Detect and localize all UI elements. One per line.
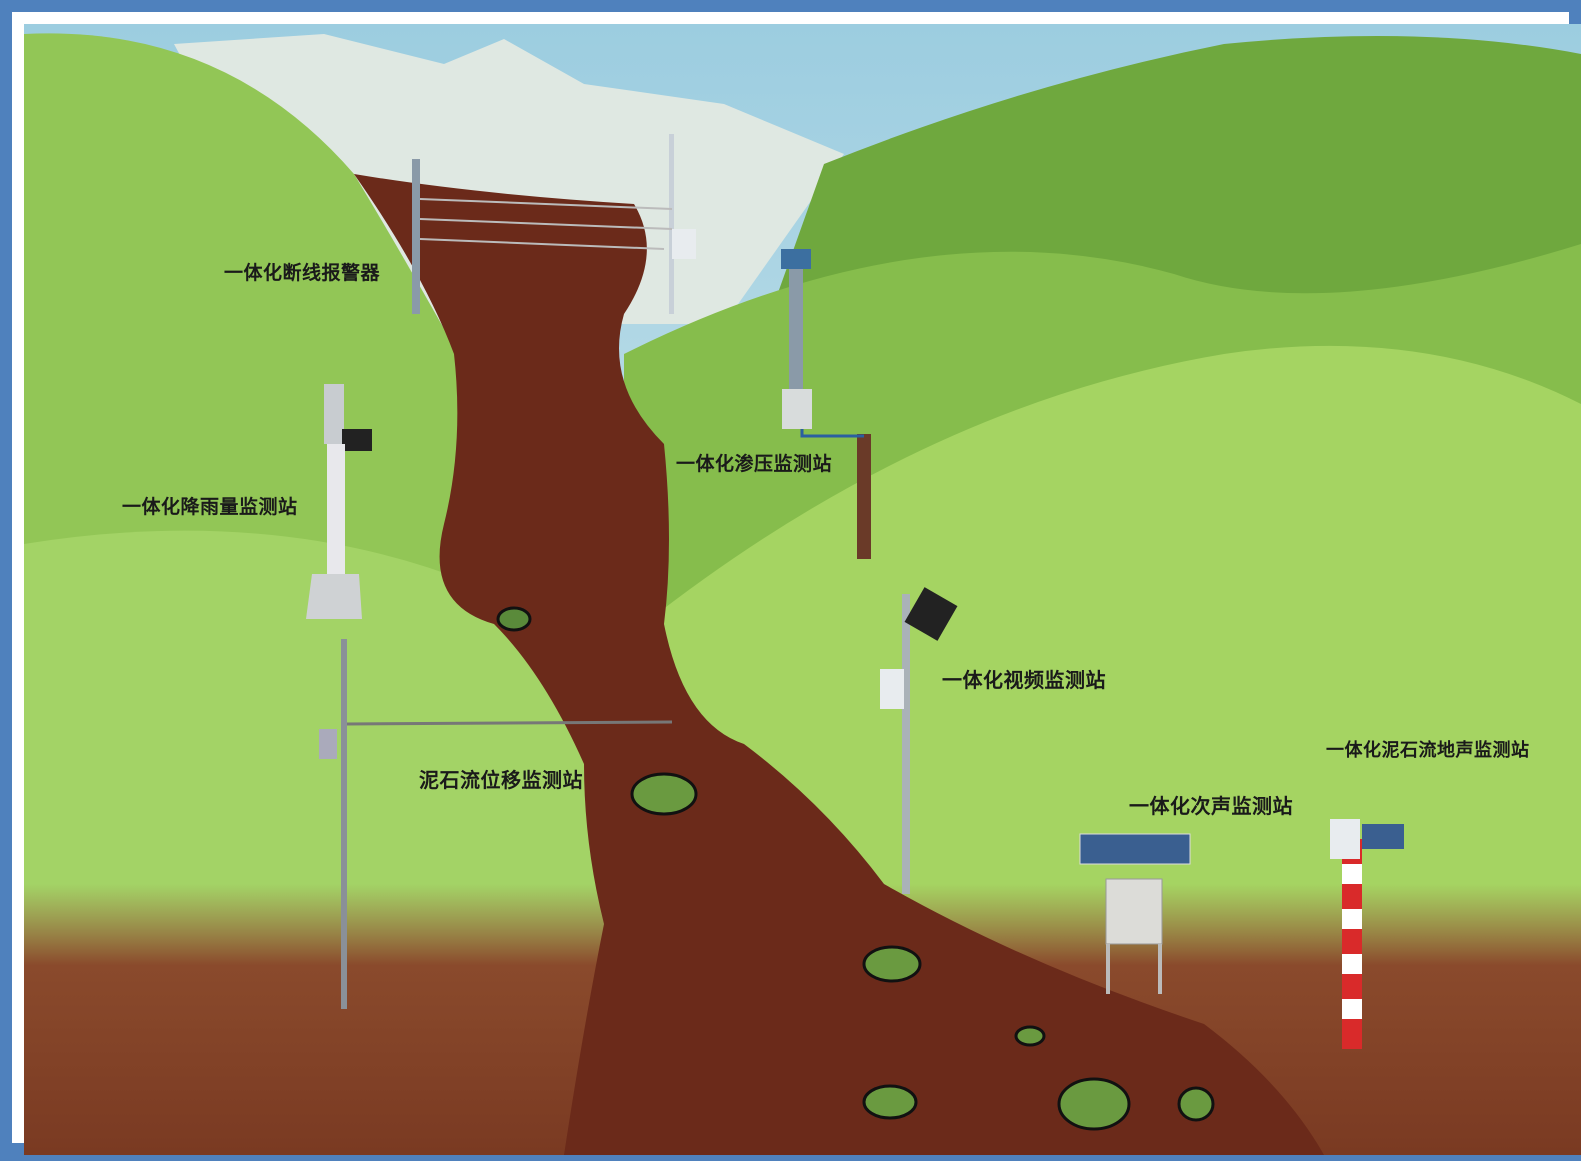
rainfall-device [306,384,372,619]
label-video-station: 一体化视频监测站 [942,668,1106,692]
wire-alarm-device [412,134,696,314]
label-infrasound-station: 一体化次声监测站 [1129,794,1293,818]
label-rainfall-station: 一体化降雨量监测站 [122,496,298,518]
label-displacement-station: 泥石流位移监测站 [419,768,583,792]
debris-flow-scene: 一体化断线报警器 一体化渗压监测站 一体化降雨量监测站 一体化视频监测站 泥石流… [24,24,1581,1155]
label-seepage-station: 一体化渗压监测站 [676,453,833,475]
label-ground-sound-station: 一体化泥石流地声监测站 [1326,740,1530,761]
displacement-device [319,639,673,1009]
video-device [880,587,958,894]
ground-sound-device [1330,819,1404,1049]
debris-flow [354,174,1324,1155]
seepage-device [781,249,871,559]
infrasound-device [1079,833,1191,994]
label-wire-alarm: 一体化断线报警器 [224,262,381,284]
landscape-illustration [24,24,1581,1155]
rocks [496,606,1215,1131]
